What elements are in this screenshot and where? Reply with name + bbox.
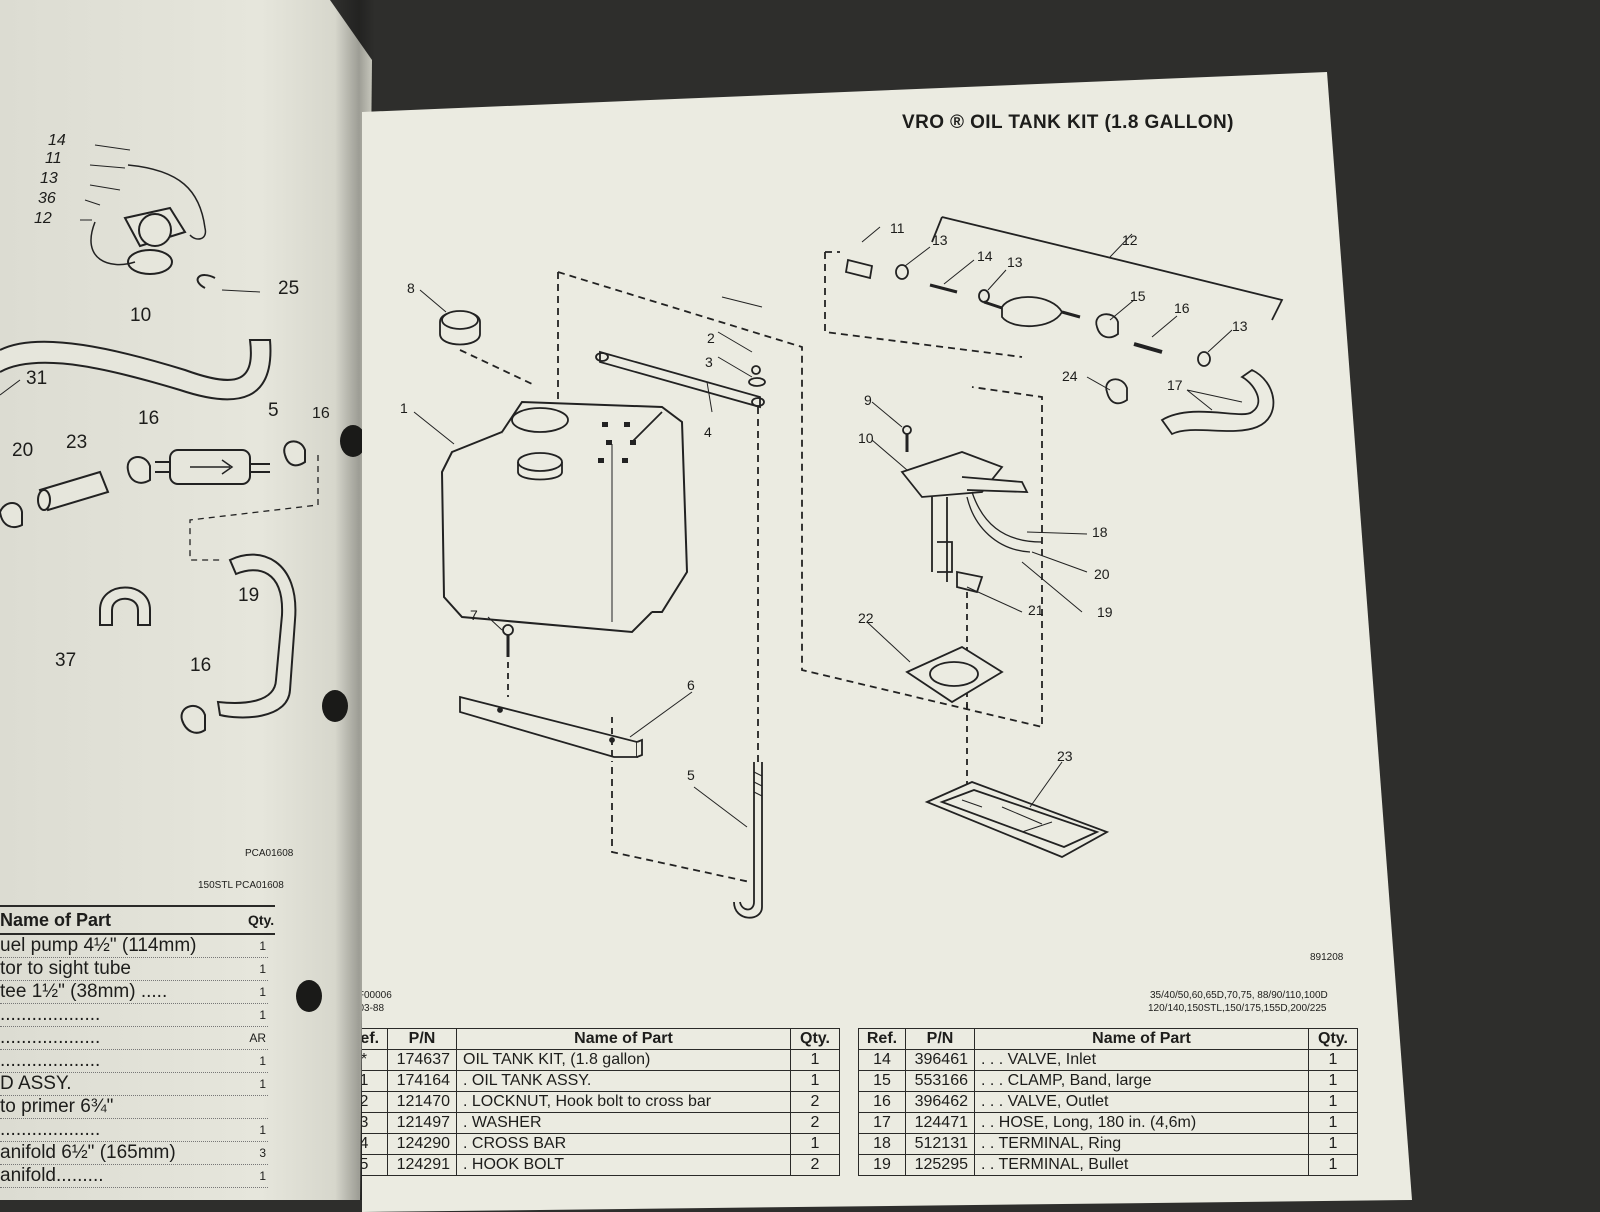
page-title: VRO ® OIL TANK KIT (1.8 GALLON) [902, 112, 1234, 133]
left-exploded-diagram [0, 144, 319, 734]
header-ref: Ref. [362, 1028, 388, 1050]
left-callout-31: 31 [26, 368, 48, 389]
callout-13a: 13 [932, 232, 948, 248]
callout-21: 21 [1028, 602, 1044, 618]
callout-9: 9 [864, 392, 872, 408]
oil-tank-exploded-diagram [413, 216, 1284, 919]
models-line-1: 35/40/50,60,65D,70,75, 88/90/110,100D [1150, 990, 1328, 1001]
left-table-row: ...................1 [0, 1119, 268, 1142]
binder-hole [322, 690, 348, 722]
left-callout-36: 36 [38, 190, 56, 207]
callout-14: 14 [977, 248, 993, 264]
header-pn: P/N [905, 1028, 975, 1050]
left-callout-19: 19 [238, 585, 260, 606]
diagram-code: 891208 [1310, 952, 1344, 963]
left-code-a: PCA01608 [245, 848, 294, 859]
right-page: VRO ® OIL TANK KIT (1.8 GALLON) [362, 72, 1412, 1212]
models-line-2: 120/140,150STL,150/175,155D,200/225 [1148, 1003, 1327, 1014]
left-table-row: anifold 6½" (165mm)3 [0, 1142, 268, 1165]
callout-24: 24 [1062, 368, 1078, 384]
callout-12: 12 [1122, 232, 1138, 248]
callout-18: 18 [1092, 524, 1108, 540]
table-header-row: Ref. P/N Name of Part Qty. [362, 1028, 840, 1050]
header-pn: P/N [387, 1028, 457, 1050]
header-name: Name of Part [456, 1028, 791, 1050]
left-table-row: ...................1 [0, 1004, 268, 1027]
doc-code: ACF00006 [362, 990, 392, 1001]
callout-8: 8 [407, 280, 415, 296]
callout-2: 2 [707, 330, 715, 346]
left-table-row: anifold.........1 [0, 1165, 268, 1188]
left-callout-20: 20 [12, 440, 34, 461]
left-callout-5: 5 [268, 400, 279, 421]
left-table-row: D ASSY.1 [0, 1073, 268, 1096]
left-table-header-name: Name of Part [0, 910, 112, 930]
callout-19: 19 [1097, 604, 1113, 620]
left-table-row: ...................1 [0, 1050, 268, 1073]
header-qty: Qty. [1308, 1028, 1358, 1050]
left-callout-16a: 16 [138, 408, 160, 429]
callout-1: 1 [400, 400, 408, 416]
left-callout-16b: 16 [312, 405, 330, 422]
header-ref: Ref. [858, 1028, 906, 1050]
left-callout-37: 37 [55, 650, 77, 671]
left-code-b: 150STL PCA01608 [198, 880, 284, 891]
callout-13c: 13 [1232, 318, 1248, 334]
left-table-row: ...................AR [0, 1027, 268, 1050]
left-callout-10: 10 [130, 305, 152, 326]
left-callout-23: 23 [66, 432, 88, 453]
binder-hole [296, 980, 322, 1012]
callout-13b: 13 [1007, 254, 1023, 270]
callout-6: 6 [687, 677, 695, 693]
callout-5: 5 [687, 767, 695, 783]
callout-23: 23 [1057, 748, 1073, 764]
left-parts-table: Name of Part Qty. [0, 905, 275, 935]
left-table-row: uel pump 4½" (114mm)1 [0, 935, 268, 958]
callout-4: 4 [704, 424, 712, 440]
left-callout-11: 11 [45, 150, 62, 167]
callout-17: 17 [1167, 377, 1183, 393]
left-table-row: to primer 6¾" [0, 1096, 268, 1119]
callout-10: 10 [858, 430, 874, 446]
callout-16: 16 [1174, 300, 1190, 316]
binder-hole [340, 425, 366, 457]
callout-20: 20 [1094, 566, 1110, 582]
table-header-row: Ref. P/N Name of Part Qty. [858, 1028, 1358, 1050]
callout-11: 11 [890, 220, 905, 236]
left-table-header-qty: Qty. [248, 912, 275, 928]
left-callout-12: 12 [34, 210, 52, 227]
header-name: Name of Part [974, 1028, 1309, 1050]
left-callout-16c: 16 [190, 655, 212, 676]
header-qty: Qty. [790, 1028, 840, 1050]
left-callout-25: 25 [278, 278, 300, 299]
left-page: 14 11 13 36 12 10 25 31 16 5 16 20 23 19… [0, 0, 372, 1200]
left-callout-14: 14 [48, 132, 66, 149]
callout-7: 7 [470, 607, 478, 623]
callout-22: 22 [858, 610, 874, 626]
doc-date: 08-03-88 [362, 1003, 385, 1014]
left-table-row: tee 1½" (38mm) .....1 [0, 981, 268, 1004]
callout-15: 15 [1130, 288, 1146, 304]
callout-3: 3 [705, 354, 713, 370]
left-callout-13: 13 [40, 170, 58, 187]
